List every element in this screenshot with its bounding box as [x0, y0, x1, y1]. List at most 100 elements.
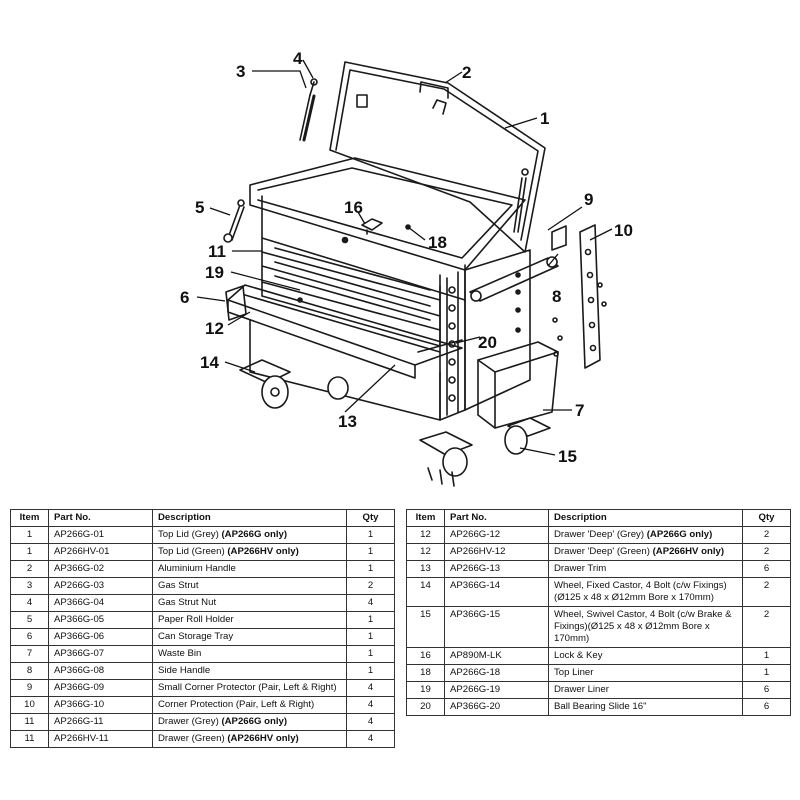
rear-wheel [327, 376, 349, 400]
description-cell: Lock & Key [548, 647, 743, 665]
side-panel [464, 249, 531, 411]
description-cell: Drawer Liner [548, 681, 743, 699]
gas-strut [299, 78, 318, 142]
item-cell: 2 [10, 560, 49, 578]
callout-4: 4 [293, 49, 303, 68]
description-cell: Paper Roll Holder [152, 611, 347, 629]
description-text: Drawer Trim [554, 563, 607, 574]
qty-cell: 1 [742, 664, 791, 682]
description-text: Wheel, Swivel Castor, 4 Bolt (c/w Brake … [554, 609, 732, 644]
description-text: Gas Strut Nut [158, 597, 217, 608]
swivel-castor-bin [504, 417, 551, 455]
qty-cell: 1 [346, 645, 395, 663]
description-text: Drawer Liner [554, 684, 609, 695]
callout-13: 13 [338, 412, 357, 431]
description-text: Lock & Key [554, 650, 603, 661]
part-no-cell: AP266G-03 [48, 577, 153, 595]
callout-16: 16 [344, 198, 363, 217]
swivel-castor [419, 431, 473, 487]
description-cell: Corner Protection (Pair, Left & Right) [152, 696, 347, 714]
item-cell: 11 [10, 730, 49, 748]
part-no-cell: AP366G-20 [444, 698, 549, 716]
item-cell: 16 [406, 647, 445, 665]
part-no-cell: AP366G-07 [48, 645, 153, 663]
qty-cell: 1 [346, 628, 395, 646]
qty-cell: 2 [742, 543, 791, 561]
header-description: Description [548, 509, 743, 527]
description-text: Side Handle [158, 665, 211, 676]
qty-cell: 4 [346, 730, 395, 748]
qty-cell: 2 [742, 577, 791, 607]
qty-cell: 1 [346, 611, 395, 629]
callout-19: 19 [205, 263, 224, 282]
callout-6: 6 [180, 288, 189, 307]
header-item: Item [10, 509, 49, 527]
item-cell: 6 [10, 628, 49, 646]
model-note: (AP266HV only) [652, 546, 725, 557]
description-text: Drawer (Grey) [158, 716, 219, 727]
qty-cell: 1 [742, 647, 791, 665]
item-cell: 15 [406, 606, 445, 648]
item-cell: 18 [406, 664, 445, 682]
description-cell: Gas Strut [152, 577, 347, 595]
header-qty: Qty [742, 509, 791, 527]
part-no-cell: AP366G-09 [48, 679, 153, 697]
part-no-cell: AP366G-10 [48, 696, 153, 714]
header-item: Item [406, 509, 445, 527]
item-cell: 19 [406, 681, 445, 699]
model-note: (AP266HV only) [227, 546, 299, 557]
part-no-cell: AP366G-14 [444, 577, 549, 607]
description-cell: Wheel, Fixed Castor, 4 Bolt (c/w Fixings… [548, 577, 743, 607]
callout-11: 11 [208, 242, 226, 261]
qty-cell: 4 [346, 696, 395, 714]
paper-roll-holder [223, 199, 245, 243]
part-no-cell: AP266G-01 [48, 526, 153, 544]
item-cell: 1 [10, 543, 49, 561]
aluminium-handle [419, 81, 449, 115]
qty-cell: 1 [346, 543, 395, 561]
description-cell: Ball Bearing Slide 16" [548, 698, 743, 716]
description-text: Drawer (Green) [158, 733, 225, 744]
description-cell: Top Lid (Grey) (AP266G only) [152, 526, 347, 544]
model-note: (AP266G only) [646, 529, 713, 540]
qty-cell: 4 [346, 713, 395, 731]
callout-14: 14 [200, 353, 219, 372]
callout-10: 10 [614, 221, 633, 240]
description-cell: Waste Bin [152, 645, 347, 663]
qty-cell: 6 [742, 681, 791, 699]
model-note: (AP266HV only) [227, 733, 299, 744]
qty-cell: 1 [346, 560, 395, 578]
callout-3: 3 [236, 62, 245, 81]
part-no-cell: AP266HV-12 [444, 543, 549, 561]
description-cell: Drawer 'Deep' (Green) (AP266HV only) [548, 543, 743, 561]
description-text: Corner Protection (Pair, Left & Right) [158, 699, 315, 710]
description-cell: Small Corner Protector (Pair, Left & Rig… [152, 679, 347, 697]
callout-9: 9 [584, 190, 593, 209]
qty-cell: 4 [346, 594, 395, 612]
model-note: (AP266G only) [221, 716, 288, 727]
callout-1: 1 [540, 109, 549, 128]
callout-5: 5 [195, 198, 204, 217]
description-text: Small Corner Protector (Pair, Left & Rig… [158, 682, 337, 693]
gas-strut-right [513, 177, 527, 233]
part-no-cell: AP366G-02 [48, 560, 153, 578]
part-no-cell: AP266G-19 [444, 681, 549, 699]
description-text: Gas Strut [158, 580, 199, 591]
qty-cell: 6 [742, 560, 791, 578]
part-no-cell: AP266G-13 [444, 560, 549, 578]
